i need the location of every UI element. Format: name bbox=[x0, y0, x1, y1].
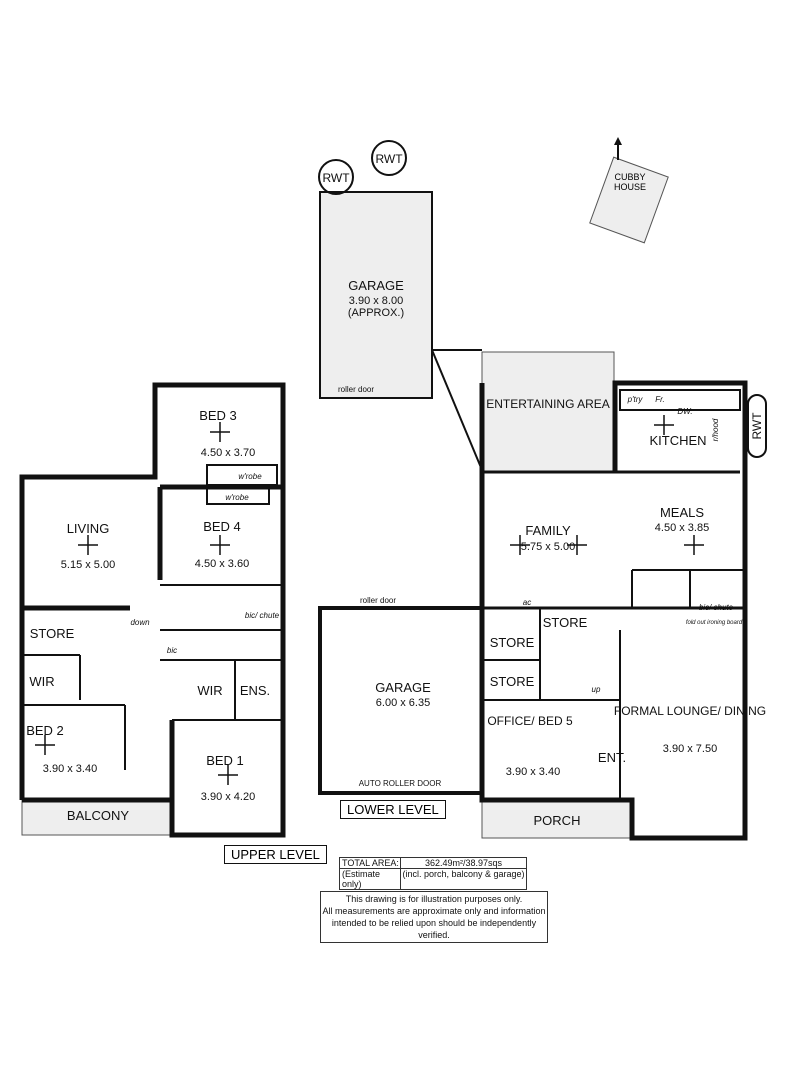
disclaimer-line-3: intended to be relied upon should be ind… bbox=[331, 918, 537, 940]
total-area-box: TOTAL AREA: 362.49m²/38.97sqs (Estimate … bbox=[339, 857, 527, 890]
disclaimer-box: This drawing is for illustration purpose… bbox=[320, 891, 548, 943]
pantry-label: p'try bbox=[627, 395, 644, 404]
rwt-label-3: RWT bbox=[750, 412, 764, 440]
fridge-label: Fr. bbox=[655, 395, 664, 404]
upper-wir2-label: WIR bbox=[197, 683, 222, 698]
rear-garage-dims: 3.90 x 8.00 bbox=[349, 295, 403, 307]
room-bed-1-dims: 3.90 x 4.20 bbox=[201, 791, 255, 803]
stairs-up-label: up bbox=[592, 685, 601, 694]
upper-bic-label: bic bbox=[167, 646, 177, 655]
lower-level-title: LOWER LEVEL bbox=[340, 800, 446, 819]
ceiling-fan-icons bbox=[35, 415, 704, 785]
total-area-value: 362.49m²/38.97sqs bbox=[424, 858, 503, 868]
upper-bic-chute-label: bic/ chute bbox=[245, 611, 280, 620]
garage-name: GARAGE bbox=[375, 680, 431, 695]
rangehood-label: r/hood bbox=[711, 418, 720, 441]
formal-lounge-name: FORMAL LOUNGE/ DINING bbox=[614, 704, 766, 718]
wrobe-label-2: w'robe bbox=[225, 493, 249, 502]
rwt-tank-1 bbox=[318, 159, 354, 195]
room-bed-3-dims: 4.50 x 3.70 bbox=[201, 447, 255, 459]
garage-upper-floor bbox=[319, 191, 433, 399]
disclaimer-line-2: All measurements are approximate only an… bbox=[322, 906, 546, 916]
total-area-sub-label: (Estimate only) bbox=[340, 869, 401, 889]
lower-bic-chute-label: bic/ chute bbox=[699, 603, 734, 612]
rwt-label-2: RWT bbox=[375, 152, 403, 166]
total-area-label: TOTAL AREA: bbox=[340, 858, 401, 868]
store-label-3: STORE bbox=[490, 674, 535, 689]
entry-name: ENT. bbox=[598, 750, 626, 765]
garage-dims: 6.00 x 6.35 bbox=[376, 697, 430, 709]
lower-level-walls bbox=[318, 191, 748, 841]
total-area-sub-value: (incl. porch, balcony & garage) bbox=[402, 869, 525, 879]
office-bed-5-dims: 3.90 x 3.40 bbox=[506, 766, 560, 778]
roller-door-label-2: roller door bbox=[360, 596, 396, 605]
cubby-house-shape bbox=[589, 156, 669, 244]
auto-roller-door-label: AUTO ROLLER DOOR bbox=[359, 779, 442, 788]
ac-label: ac bbox=[523, 598, 531, 607]
roller-door-label-1: roller door bbox=[338, 385, 374, 394]
balcony-label: BALCONY bbox=[67, 808, 129, 823]
family-dims: 5.75 x 5.00 bbox=[521, 541, 575, 553]
stairs-down-label: down bbox=[130, 618, 150, 627]
meals-dims: 4.50 x 3.85 bbox=[655, 522, 709, 534]
rwt-tank-3 bbox=[747, 394, 767, 458]
family-name: FAMILY bbox=[525, 523, 571, 538]
meals-name: MEALS bbox=[660, 505, 704, 520]
room-living-name: LIVING bbox=[67, 521, 110, 536]
entertaining-floor bbox=[481, 351, 615, 473]
ironing-board-label: fold out ironing board bbox=[686, 620, 743, 626]
upper-level-title: UPPER LEVEL bbox=[224, 845, 327, 864]
office-bed-5-name: OFFICE/ BED 5 bbox=[487, 714, 573, 728]
ensuite-label: ENS. bbox=[240, 683, 270, 698]
room-bed-4-name: BED 4 bbox=[203, 519, 241, 534]
rwt-tank-2 bbox=[371, 140, 407, 176]
disclaimer-line-1: This drawing is for illustration purpose… bbox=[345, 894, 523, 904]
store-label-2: STORE bbox=[490, 635, 535, 650]
cubby-house-label: CUBBY HOUSE bbox=[613, 172, 646, 192]
rwt-label-1: RWT bbox=[322, 171, 350, 185]
room-living-dims: 5.15 x 5.00 bbox=[61, 559, 115, 571]
rear-garage-note: (APPROX.) bbox=[348, 307, 404, 319]
upper-wir-label: WIR bbox=[29, 674, 54, 689]
formal-lounge-dims: 3.90 x 7.50 bbox=[663, 743, 717, 755]
upper-store-label: STORE bbox=[30, 626, 75, 641]
rear-garage-name: GARAGE bbox=[348, 278, 404, 293]
kitchen-name: KITCHEN bbox=[649, 433, 706, 448]
room-bed-2-dims: 3.90 x 3.40 bbox=[43, 763, 97, 775]
room-bed-1-name: BED 1 bbox=[206, 753, 244, 768]
wrobe-label-1: w'robe bbox=[238, 472, 262, 481]
store-label-1: STORE bbox=[543, 615, 588, 630]
room-bed-3-name: BED 3 bbox=[199, 408, 237, 423]
upper-level-walls bbox=[19, 382, 286, 838]
room-bed-2-name: BED 2 bbox=[26, 723, 64, 738]
room-bed-4-dims: 4.50 x 3.60 bbox=[195, 558, 249, 570]
dishwasher-label: DW. bbox=[677, 407, 692, 416]
porch-name: PORCH bbox=[534, 813, 581, 828]
entertaining-area-name: ENTERTAINING AREA bbox=[486, 397, 610, 411]
